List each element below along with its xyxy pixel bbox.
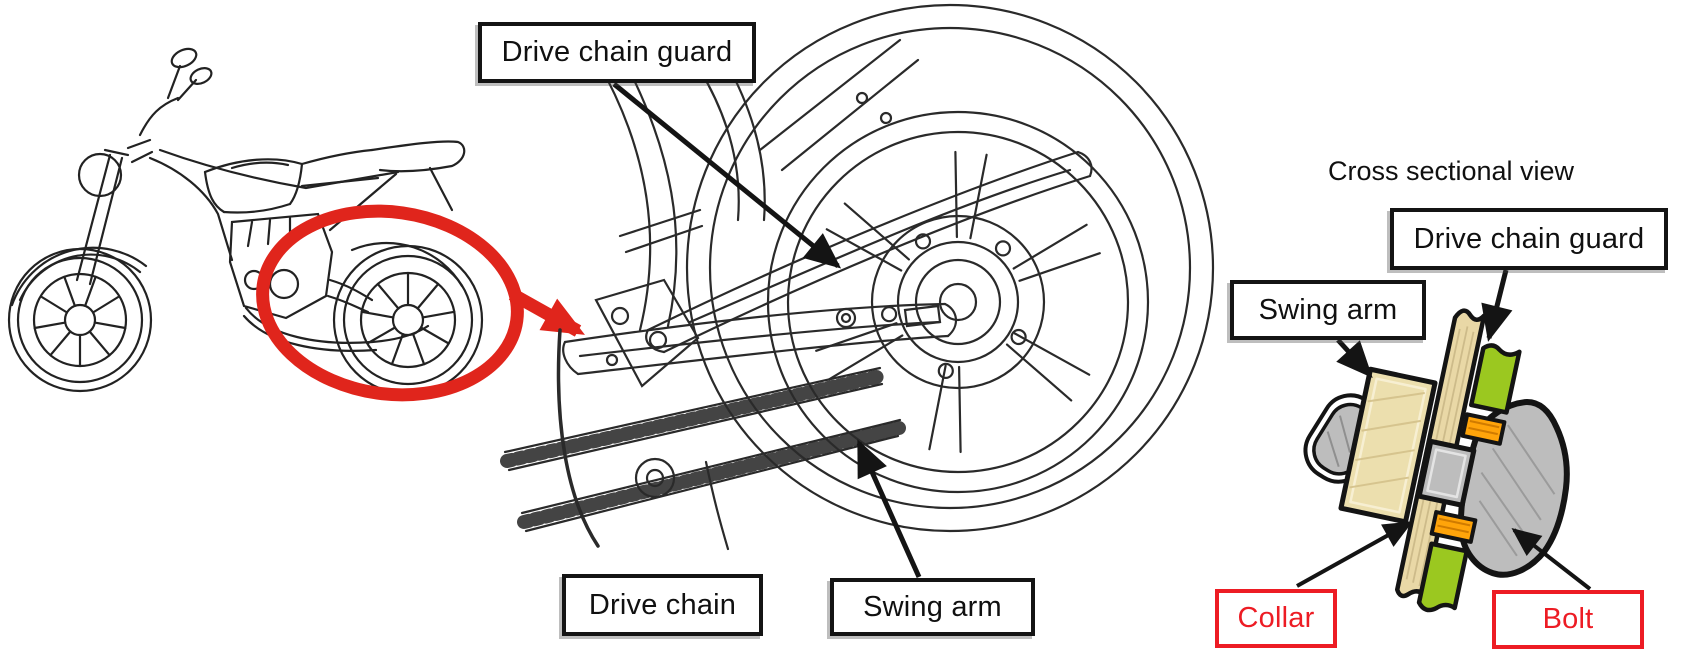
- cross-section-collar-lower: [1429, 510, 1478, 544]
- callout-wheel-drive-chain-label: Drive chain: [588, 588, 737, 621]
- callout-section-drive-chain-guard: Drive chain guard: [1390, 208, 1668, 270]
- red-highlight-ellipse: [256, 204, 524, 402]
- cross-section-collar-upper: [1460, 412, 1507, 446]
- callout-wheel-drive-chain-guard: Drive chain guard: [478, 22, 756, 83]
- cross-section-title-label: Cross sectional view: [1327, 156, 1575, 186]
- fender-and-brackets: [556, 38, 920, 551]
- arrow-wheel-drive-chain-guard: [612, 82, 842, 269]
- callout-wheel-drive-chain-guard-label: Drive chain guard: [501, 36, 733, 69]
- cross-section-bolt-shaft: [1416, 438, 1477, 508]
- tire-outer: [685, 3, 1215, 533]
- callout-section-swing-arm-label: Swing arm: [1258, 293, 1398, 326]
- red-zoom-arrow: [508, 288, 585, 337]
- drive-chain-shape: [500, 366, 906, 533]
- headlight: [77, 152, 123, 198]
- rear-wheel: [332, 244, 484, 396]
- cross-section-title: Cross sectional view: [1310, 156, 1592, 187]
- rear-wheel-detail: [500, 3, 1215, 551]
- swing-arm-shape: [562, 302, 957, 376]
- callout-section-collar: Collar: [1215, 589, 1337, 648]
- arrow-wheel-swing-arm: [856, 439, 922, 579]
- callout-section-drive-chain-guard-label: Drive chain guard: [1413, 222, 1645, 255]
- arrow-section-swing-arm: [1336, 338, 1373, 378]
- arrow-section-drive-chain-guard: [1481, 269, 1513, 342]
- arrow-section-bolt: [1511, 528, 1592, 591]
- mirror-right: [189, 67, 213, 85]
- callout-wheel-swing-arm: Swing arm: [830, 578, 1035, 636]
- cross-section-swing-arm: [1338, 366, 1438, 525]
- cross-section-guard-lower: [1416, 541, 1469, 613]
- front-wheel: [7, 247, 153, 393]
- sprocket: [870, 214, 1046, 390]
- arrow-section-collar: [1296, 521, 1413, 588]
- callout-section-bolt-label: Bolt: [1542, 603, 1594, 636]
- callout-section-swing-arm: Swing arm: [1230, 280, 1426, 340]
- callout-section-bolt: Bolt: [1492, 590, 1644, 649]
- mirror-left: [170, 47, 198, 69]
- motorcycle-line-art: [7, 47, 484, 396]
- cross-section-guard-upper: [1468, 343, 1522, 415]
- callout-wheel-swing-arm-label: Swing arm: [863, 590, 1002, 623]
- callout-wheel-drive-chain: Drive chain: [562, 574, 763, 636]
- chain-guard-shape: [645, 150, 1093, 354]
- callout-section-collar-label: Collar: [1237, 602, 1315, 635]
